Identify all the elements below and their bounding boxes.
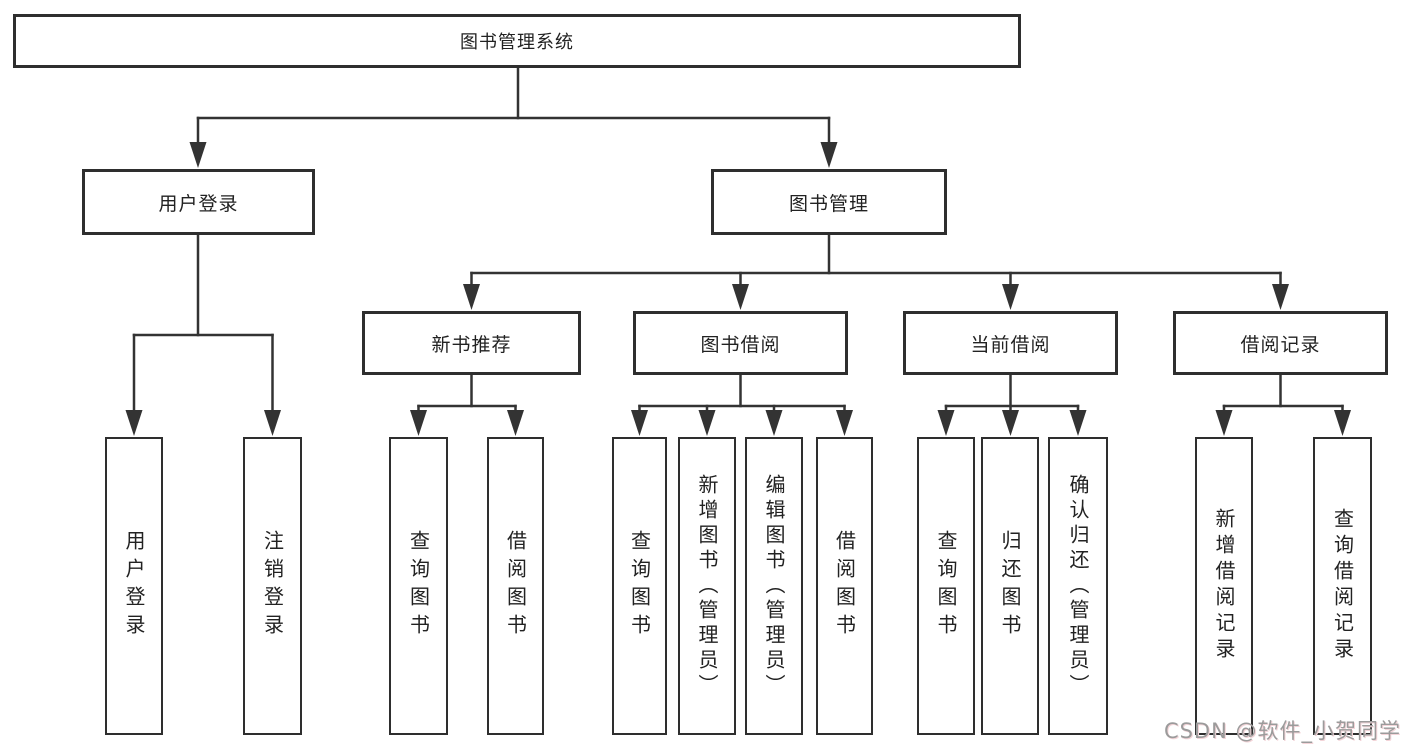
node-book-borrowing: 图书借阅 — [633, 311, 848, 375]
leaf-edit-books-admin: 编辑图书（管理员） — [745, 437, 803, 735]
leaf-confirm-return-admin: 确认归还（管理员） — [1048, 437, 1108, 735]
leaf-borrow-books-recommend: 借阅图书 — [487, 437, 544, 735]
node-book-management: 图书管理 — [711, 169, 947, 235]
leaf-logout: 注销登录 — [243, 437, 302, 735]
leaf-return-books: 归还图书 — [981, 437, 1039, 735]
leaf-borrow-books-borrowing: 借阅图书 — [816, 437, 873, 735]
leaf-query-books-current: 查询图书 — [917, 437, 975, 735]
node-borrowing-records: 借阅记录 — [1173, 311, 1388, 375]
leaf-user-login: 用户登录 — [105, 437, 163, 735]
node-new-book-recommendation: 新书推荐 — [362, 311, 581, 375]
leaf-query-books-borrowing: 查询图书 — [612, 437, 667, 735]
csdn-watermark: CSDN @软件_小贺同学 — [1163, 719, 1401, 743]
leaf-add-borrow-record: 新增借阅记录 — [1195, 437, 1253, 735]
leaf-query-borrow-record: 查询借阅记录 — [1313, 437, 1372, 735]
node-library-system: 图书管理系统 — [13, 14, 1021, 68]
leaf-add-books-admin: 新增图书（管理员） — [678, 437, 736, 735]
node-current-borrowing: 当前借阅 — [903, 311, 1118, 375]
node-user-login: 用户登录 — [82, 169, 315, 235]
leaf-query-books-recommend: 查询图书 — [389, 437, 448, 735]
